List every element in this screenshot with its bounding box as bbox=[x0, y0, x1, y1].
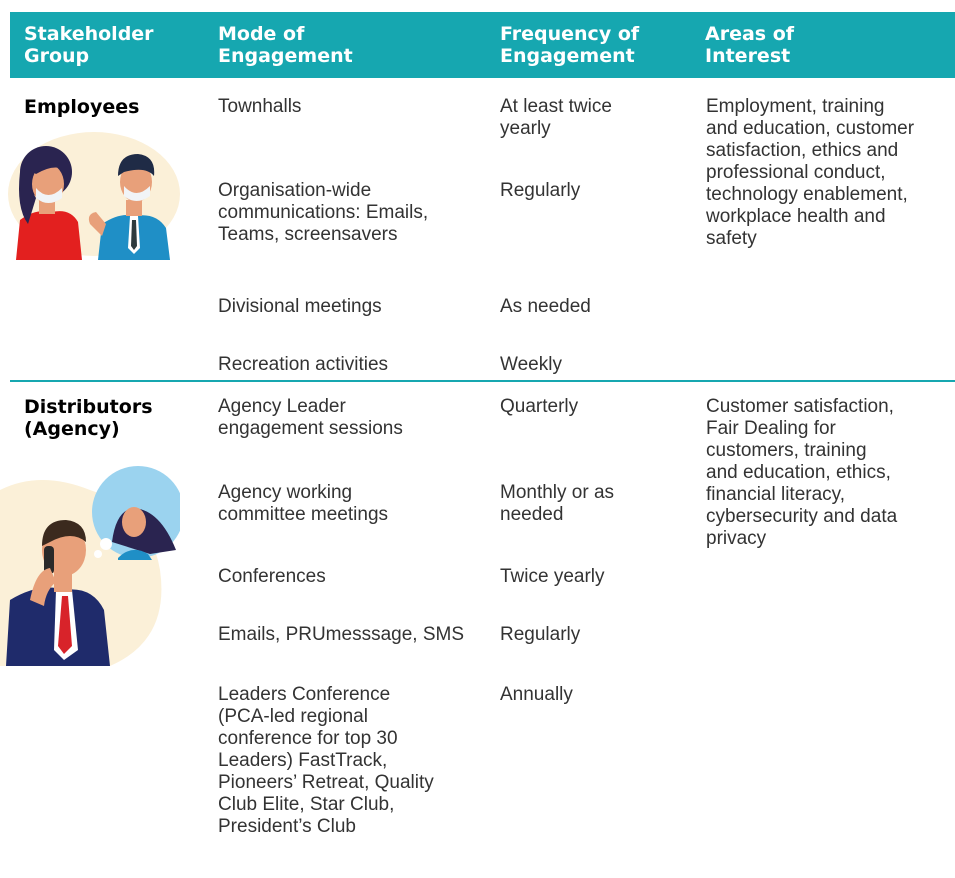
distributor-phone-illustration bbox=[0, 466, 180, 666]
distributors-areas-of-interest: Customer satisfaction, Fair Dealing for … bbox=[706, 396, 898, 549]
employees-mode-4: Recreation activities bbox=[218, 354, 389, 375]
distributors-frequency-2: Monthly or as needed bbox=[500, 482, 615, 525]
header-stakeholder-group: Stakeholder Group bbox=[24, 23, 154, 67]
employees-mode-3: Divisional meetings bbox=[218, 296, 382, 317]
distributors-mode-3: Conferences bbox=[218, 566, 326, 587]
distributors-mode-4: Emails, PRUmesssage, SMS bbox=[218, 624, 465, 645]
distributors-frequency-5: Annually bbox=[500, 684, 573, 705]
employees-frequency-3: As needed bbox=[500, 296, 591, 317]
employees-mode-2: Organisation-wide communications: Emails… bbox=[218, 180, 429, 245]
group-divider bbox=[10, 380, 955, 382]
employees-frequency-2: Regularly bbox=[500, 180, 581, 201]
header-mode-of-engagement: Mode of Engagement bbox=[218, 23, 353, 67]
group-name-distributors: Distributors (Agency) bbox=[24, 396, 153, 440]
employees-mode-1: Townhalls bbox=[218, 96, 302, 117]
distributors-frequency-1: Quarterly bbox=[500, 396, 579, 417]
header-areas-of-interest: Areas of Interest bbox=[705, 23, 795, 67]
header-frequency: Frequency of Engagement bbox=[500, 23, 640, 67]
employees-illustration bbox=[8, 132, 180, 260]
distributors-frequency-4: Regularly bbox=[500, 624, 581, 645]
group-name-employees: Employees bbox=[24, 96, 140, 118]
table-header: Stakeholder Group Mode of Engagement Fre… bbox=[10, 12, 955, 78]
distributors-mode-2: Agency working committee meetings bbox=[218, 482, 389, 525]
distributors-mode-5: Leaders Conference (PCA-led regional con… bbox=[218, 684, 434, 837]
distributors-frequency-3: Twice yearly bbox=[500, 566, 605, 587]
employees-frequency-1: At least twice yearly bbox=[500, 96, 612, 139]
employees-frequency-4: Weekly bbox=[500, 354, 562, 375]
employees-areas-of-interest: Employment, training and education, cust… bbox=[706, 96, 915, 249]
distributors-mode-1: Agency Leader engagement sessions bbox=[218, 396, 403, 439]
